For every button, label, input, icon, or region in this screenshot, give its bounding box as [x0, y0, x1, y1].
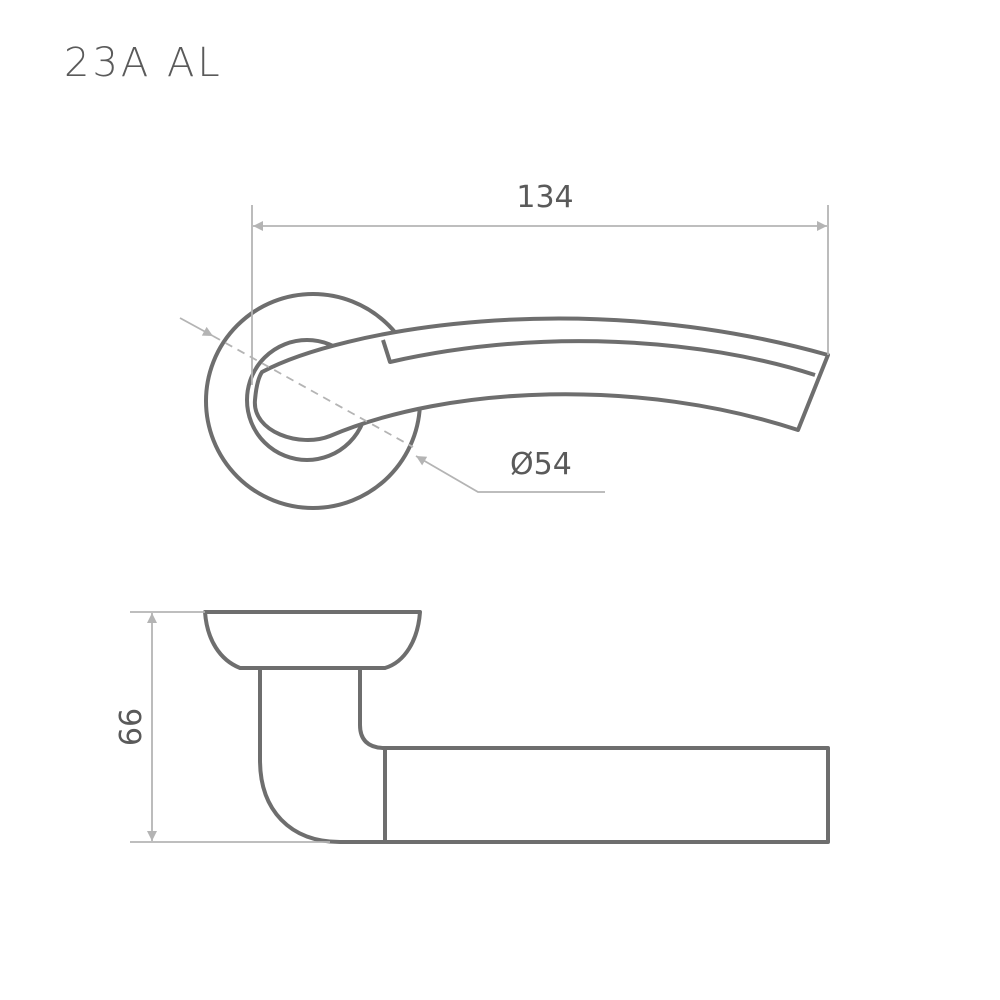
diameter-centerline: [212, 335, 414, 448]
side-view: 66: [114, 610, 830, 844]
rosette-side: [203, 610, 422, 670]
handle-inlay: [381, 339, 816, 377]
height-label: 66: [114, 708, 149, 746]
lever-handle-top: [252, 316, 830, 442]
drawing-title: 23A AL: [64, 40, 223, 86]
length-label: 134: [516, 180, 573, 215]
diameter-label: Ø54: [510, 447, 572, 482]
top-view: 134 Ø54: [179, 180, 830, 510]
diameter-arrow-left: [179, 317, 214, 337]
lever-side: [258, 668, 830, 844]
diameter-leader: [415, 455, 605, 493]
